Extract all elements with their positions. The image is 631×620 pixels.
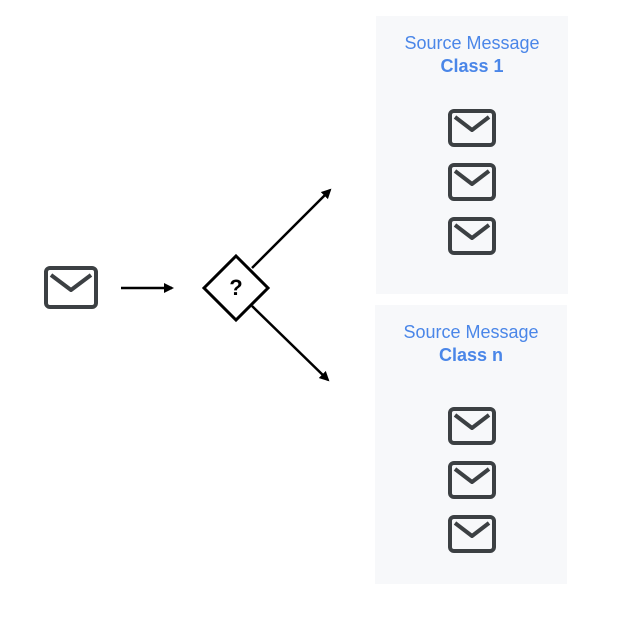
mail-envelope-icon	[448, 217, 496, 255]
decision-symbol: ?	[229, 275, 243, 300]
mail-envelope-icon	[44, 266, 98, 309]
route-arrow-class-n	[251, 305, 330, 382]
class-panel-n: Source Message Class n	[375, 305, 567, 584]
panel-class-label: Class n	[438, 345, 504, 365]
mail-envelope-icon	[448, 109, 496, 147]
mail-envelope-icon	[448, 407, 496, 445]
panel-class-label: Class 1	[440, 56, 504, 76]
panel-title: Source Message	[403, 322, 539, 342]
mail-envelope-icon	[448, 163, 496, 201]
class-panel-1: Source Message Class 1	[376, 16, 568, 294]
route-arrow-class-1	[251, 188, 332, 269]
mail-envelope-icon	[448, 461, 496, 499]
decision-diamond-icon	[201, 253, 271, 323]
panel-title: Source Message	[404, 33, 540, 53]
mail-envelope-icon	[448, 515, 496, 553]
